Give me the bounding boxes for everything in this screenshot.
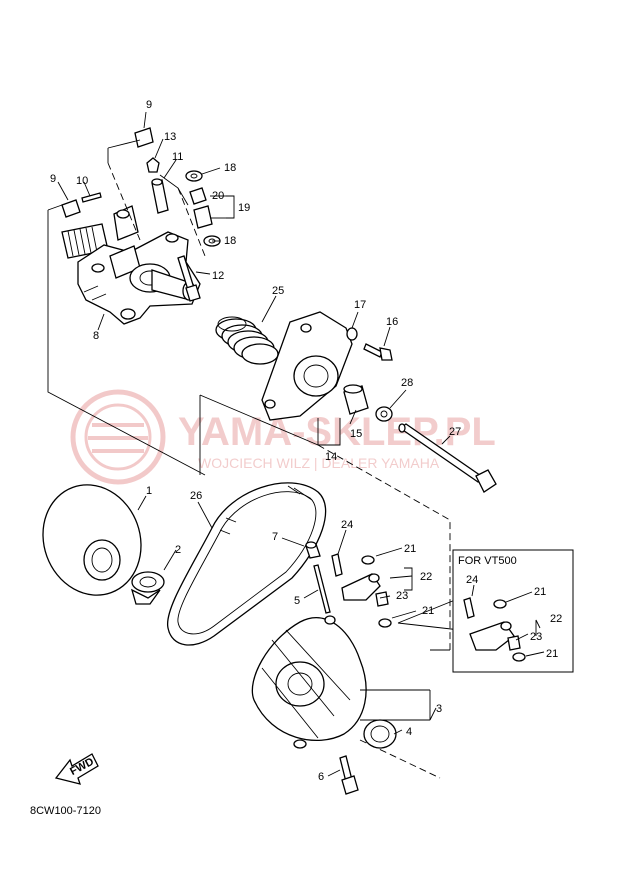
watermark-sub-text: WOJCIECH WILZ | DEALER YAMAHA [198,455,440,471]
bushing-2 [130,571,165,605]
callout-23: 23 [396,590,408,602]
diagram-code: 8CW100-7120 [30,805,101,817]
callout-28: 28 [401,377,413,389]
vt500-inset: FOR VT500 [452,549,574,673]
watermark-logo [70,389,166,485]
watermark: YAMA-SKLEP.PL WOJCIECH WILZ | DEALER YAM… [70,389,496,485]
sheave-hub-assembly [61,205,201,325]
nut-7 [305,541,321,559]
callout-10: 10 [76,175,88,187]
leader-lines [57,111,451,777]
callout-4: 4 [406,726,412,738]
spring-25 [215,316,279,365]
callout-19: 19 [238,202,250,214]
callout-13: 13 [164,131,176,143]
callout-9-left: 9 [50,173,56,185]
inset-callout-22: 22 [550,613,562,625]
callout-6: 6 [318,771,324,783]
inset-title: FOR VT500 [458,555,517,567]
callout-22: 22 [420,571,432,583]
pin-5 [313,564,331,614]
v-belt-26 [166,482,327,646]
callout-18-bottom: 18 [224,235,236,247]
callout-27: 27 [449,426,461,438]
upper-assembly-outline [47,204,451,651]
weight-set-main [331,553,461,631]
callout-15: 15 [350,428,362,440]
inset-callout-21-bottom: 21 [546,648,558,660]
inset-callout-23: 23 [530,631,542,643]
callout-25: 25 [272,285,284,297]
callout-3: 3 [436,703,442,715]
callout-26: 26 [190,490,202,502]
small-hardware-right [346,327,497,493]
spring-cap-14 [261,311,369,421]
callout-14: 14 [325,451,337,463]
bolt-6 [339,755,359,795]
callout-labels: 9 13 11 9 10 18 20 19 18 12 8 25 17 16 2… [50,99,562,783]
callout-2: 2 [175,544,181,556]
callout-12: 12 [212,270,224,282]
callout-21-top: 21 [404,543,416,555]
callout-16: 16 [386,316,398,328]
watermark-main-text: YAMA-SKLEP.PL [178,410,496,454]
callout-7: 7 [272,531,278,543]
moving-sheave-3 [251,615,441,779]
callout-8: 8 [93,330,99,342]
bolt-12 [177,255,201,302]
callout-20: 20 [212,190,224,202]
callout-5: 5 [294,595,300,607]
callout-18-top: 18 [224,162,236,174]
fixed-sheave-1 [42,484,142,596]
callout-21-bottom: 21 [422,605,434,617]
callout-11: 11 [172,151,183,163]
callout-1: 1 [146,485,152,497]
callout-9-top: 9 [146,99,152,111]
weight-pieces [61,127,189,241]
inset-callout-21-top: 21 [534,586,546,598]
inset-callout-24: 24 [466,574,478,586]
fwd-arrow-icon: FWD [54,753,99,785]
callout-24: 24 [341,519,353,531]
callout-17: 17 [354,299,366,311]
